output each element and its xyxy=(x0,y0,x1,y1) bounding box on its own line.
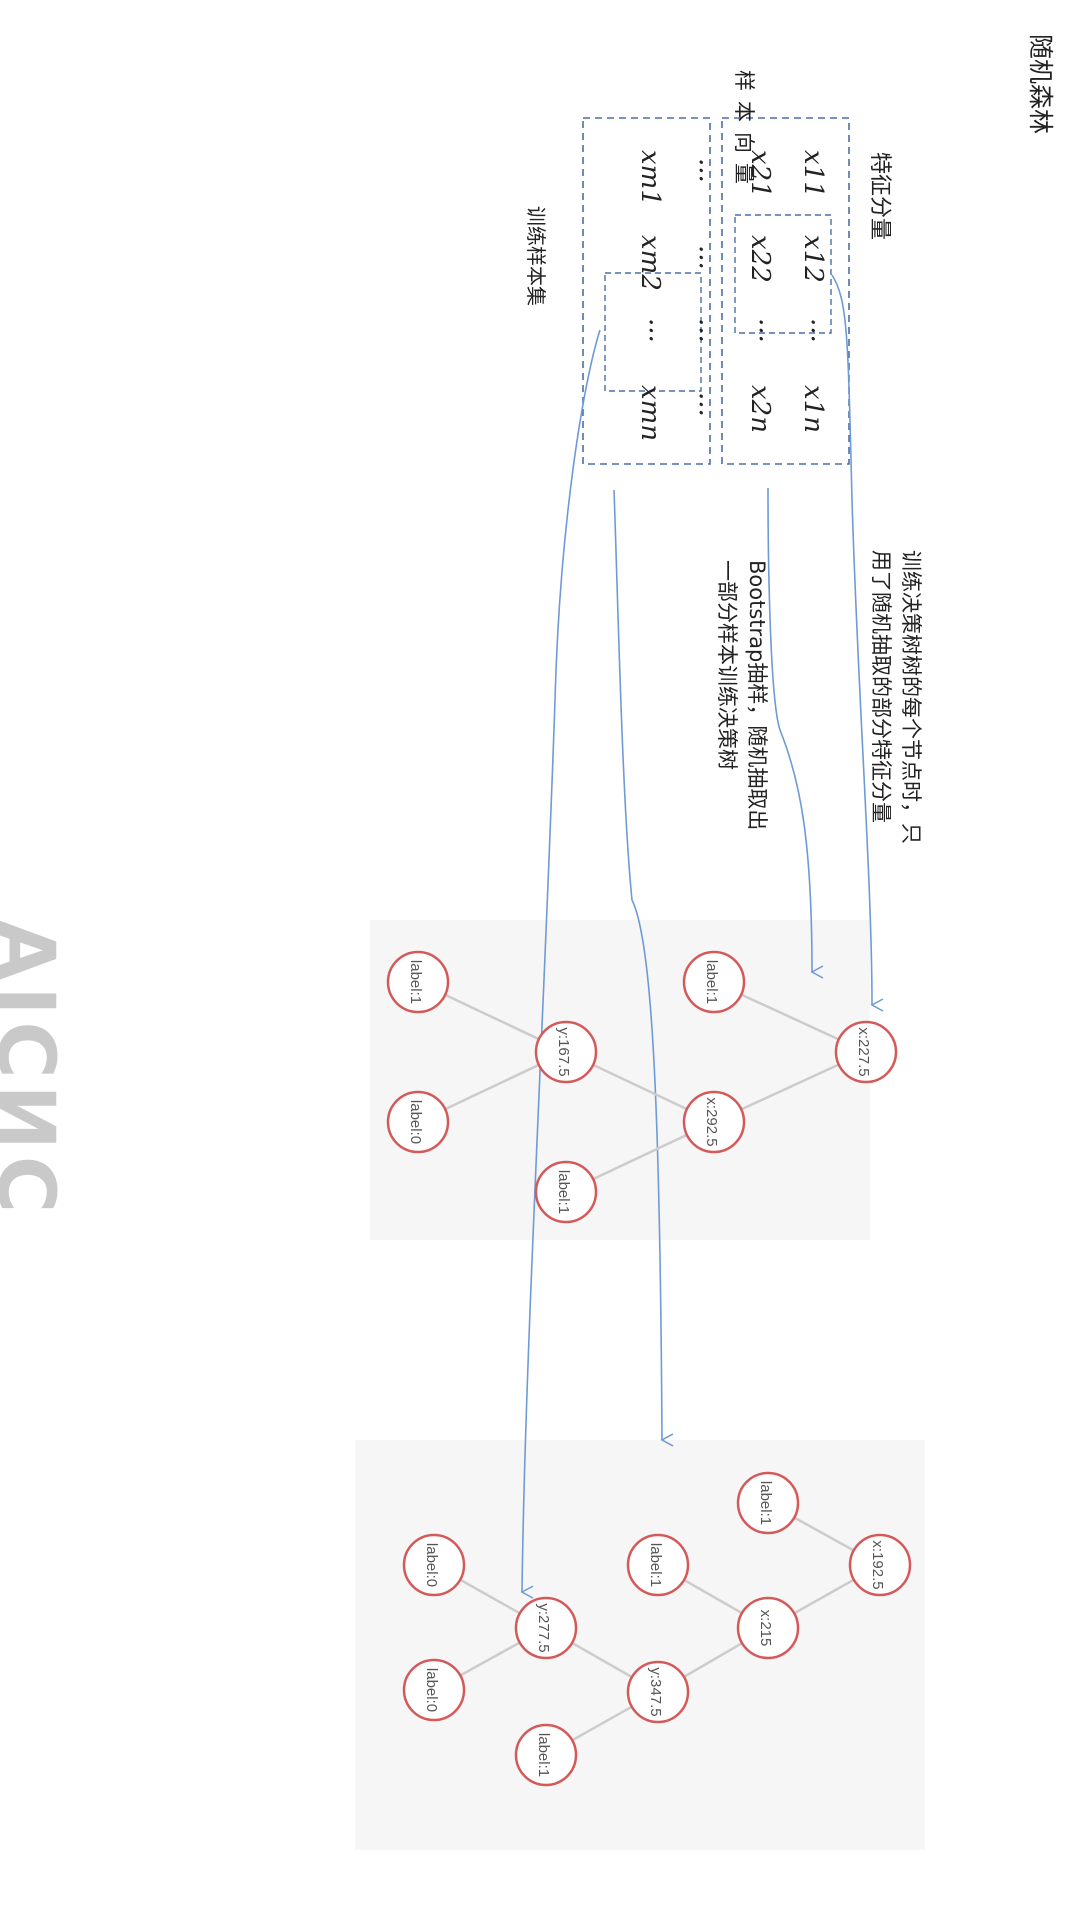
arrow-bootstrap-to-tree1 xyxy=(767,487,824,979)
svg-text:label:1: label:1 xyxy=(535,1733,552,1777)
svg-text:label:1: label:1 xyxy=(555,1170,572,1214)
annotation-feature: 训练决策树树的每个节点时，只 用了随机抽取的部分特征分量 xyxy=(866,550,926,844)
svg-text:label:0: label:0 xyxy=(423,1668,440,1712)
tree2-node: label:0 xyxy=(402,1658,466,1722)
svg-text:x:215: x:215 xyxy=(757,1610,774,1647)
svg-text:x:227.5: x:227.5 xyxy=(855,1027,872,1076)
cell-dots-r1: ... xyxy=(805,318,835,343)
cell-x1n: x1n xyxy=(798,385,828,433)
annotation-bootstrap-line2: 一部分样本训练决策树 xyxy=(715,560,739,770)
svg-text:y:347.5: y:347.5 xyxy=(647,1667,664,1716)
tree2-node: x:192.5 xyxy=(848,1533,912,1597)
svg-text:label:1: label:1 xyxy=(703,960,720,1004)
tree1-node: x:292.5 xyxy=(682,1090,746,1154)
page-title: 随机森林 xyxy=(1026,34,1055,135)
feature-label: 特征分量 xyxy=(867,152,892,241)
cell-xm1: xm1 xyxy=(635,150,665,206)
annotation-bootstrap-line1: Bootstrap抽样，随机抽取出 xyxy=(745,560,769,831)
svg-text:label:1: label:1 xyxy=(647,1543,664,1587)
cell-dots-r3b: ... xyxy=(693,245,723,270)
cell-xmn: xmn xyxy=(635,385,665,441)
svg-text:x:292.5: x:292.5 xyxy=(703,1097,720,1146)
cell-x11: x11 xyxy=(798,150,828,198)
tree2-node: label:1 xyxy=(626,1533,690,1597)
cell-dots-r3d: ... xyxy=(693,392,723,417)
cell-dots-r3c: ... xyxy=(693,318,723,343)
tree1-node: label:1 xyxy=(682,950,746,1014)
svg-text:x:192.5: x:192.5 xyxy=(869,1540,886,1589)
svg-text:label:0: label:0 xyxy=(407,1100,424,1144)
arrow-feature-to-tree1 xyxy=(831,274,884,1012)
tree1-node: label:1 xyxy=(534,1160,598,1224)
svg-text:y:167.5: y:167.5 xyxy=(555,1027,572,1076)
sample-vector-label: 样本向量 xyxy=(732,70,756,194)
cell-x21: x21 xyxy=(745,150,775,198)
svg-text:y:277.5: y:277.5 xyxy=(535,1603,552,1652)
tree1-node: y:167.5 xyxy=(534,1020,598,1084)
cell-dots-rm: ... xyxy=(643,318,673,343)
tree1-node: label:1 xyxy=(386,950,450,1014)
tree1-node: x:227.5 xyxy=(834,1020,898,1084)
cell-dots-r2: ... xyxy=(753,318,783,343)
feature-subset-box xyxy=(734,214,832,334)
cell-x2n: x2n xyxy=(745,385,775,433)
tree2-node: y:347.5 xyxy=(626,1660,690,1724)
annotation-feature-line1: 训练决策树树的每个节点时，只 xyxy=(899,550,923,844)
tree2-node: label:1 xyxy=(736,1471,800,1535)
tree1-node: label:0 xyxy=(386,1090,450,1154)
arrow-sample-to-tree2 xyxy=(613,489,674,1447)
svg-text:label:1: label:1 xyxy=(407,960,424,1004)
tree2-node: x:215 xyxy=(736,1596,800,1660)
training-set-label: 训练样本集 xyxy=(524,206,548,306)
matrix-box-bottom xyxy=(582,117,711,465)
sample-subset-box xyxy=(604,272,702,392)
tree2-node: y:277.5 xyxy=(514,1596,578,1660)
tree2-node: label:1 xyxy=(514,1723,578,1787)
cell-x22: x22 xyxy=(745,235,775,283)
tree2-node: label:0 xyxy=(402,1533,466,1597)
watermark: AIСИС xyxy=(0,920,70,1220)
annotation-feature-line2: 用了随机抽取的部分特征分量 xyxy=(869,550,893,823)
svg-text:label:0: label:0 xyxy=(423,1543,440,1587)
matrix-box-top xyxy=(721,117,850,465)
arrow-sample-to-tree2b xyxy=(520,329,601,1599)
cell-xm2: xm2 xyxy=(635,235,665,291)
tree1-panel xyxy=(370,920,870,1240)
tree2-panel xyxy=(355,1440,925,1850)
svg-text:label:1: label:1 xyxy=(757,1481,774,1525)
annotation-bootstrap: Bootstrap抽样，随机抽取出 一部分样本训练决策树 xyxy=(712,560,772,830)
cell-dots-r3a: ... xyxy=(693,158,723,183)
cell-x12: x12 xyxy=(798,235,828,283)
